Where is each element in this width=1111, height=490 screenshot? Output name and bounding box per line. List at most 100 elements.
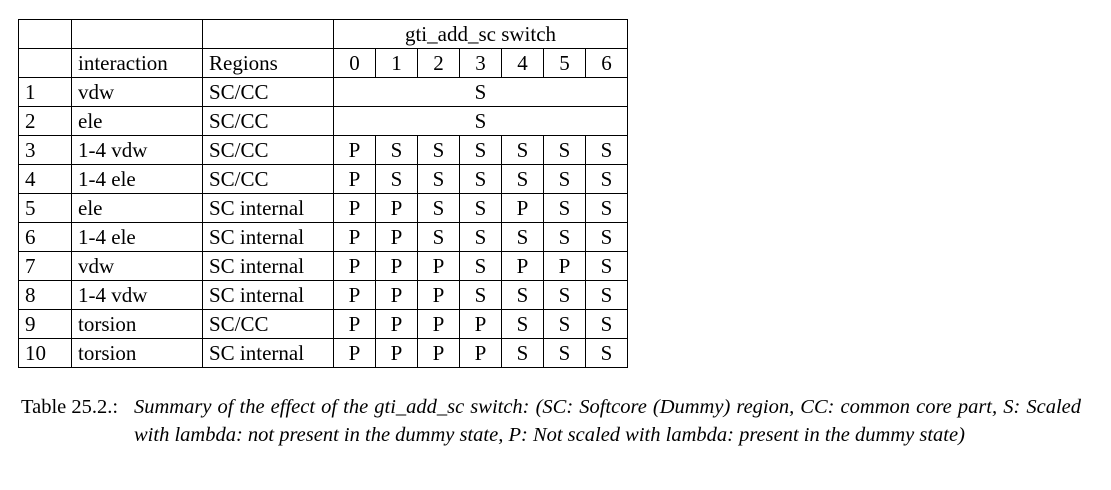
switch-value-header: 0 bbox=[333, 48, 376, 78]
switch-cell: P bbox=[333, 280, 376, 310]
column-header-interaction: interaction bbox=[71, 48, 203, 78]
merged-switch-cell: S bbox=[333, 106, 628, 136]
switch-cell: S bbox=[543, 164, 586, 194]
switch-group-header: gti_add_sc switch bbox=[333, 19, 628, 49]
switch-cell: S bbox=[585, 222, 628, 252]
row-number: 8 bbox=[18, 280, 72, 310]
row-number: 2 bbox=[18, 106, 72, 136]
switch-cell: S bbox=[459, 251, 502, 281]
region-cell: SC internal bbox=[202, 222, 334, 252]
switch-cell: S bbox=[375, 164, 418, 194]
switch-cell: P bbox=[543, 251, 586, 281]
switch-cell: S bbox=[501, 280, 544, 310]
table-caption: Table 25.2.: Summary of the effect of th… bbox=[21, 393, 1081, 449]
switch-cell: S bbox=[585, 338, 628, 368]
switch-cell: S bbox=[585, 280, 628, 310]
switch-cell: S bbox=[459, 164, 502, 194]
switch-cell: S bbox=[501, 309, 544, 339]
switch-cell: S bbox=[501, 222, 544, 252]
header-blank-num-2 bbox=[18, 48, 72, 78]
switch-cell: S bbox=[417, 135, 460, 165]
caption-label: Table 25.2.: bbox=[21, 396, 119, 418]
switch-cell: P bbox=[501, 251, 544, 281]
switch-cell: P bbox=[333, 193, 376, 223]
switch-cell: P bbox=[333, 251, 376, 281]
switch-cell: S bbox=[543, 309, 586, 339]
row-number: 5 bbox=[18, 193, 72, 223]
switch-cell: S bbox=[417, 222, 460, 252]
switch-cell: P bbox=[333, 222, 376, 252]
switch-cell: S bbox=[585, 251, 628, 281]
switch-cell: S bbox=[543, 193, 586, 223]
switch-cell: P bbox=[417, 280, 460, 310]
row-number: 1 bbox=[18, 77, 72, 107]
region-cell: SC/CC bbox=[202, 164, 334, 194]
switch-cell: P bbox=[375, 251, 418, 281]
interaction-cell: ele bbox=[71, 106, 203, 136]
row-number: 3 bbox=[18, 135, 72, 165]
caption-text: Summary of the effect of the gti_add_sc … bbox=[134, 396, 1081, 446]
header-row-1: gti_add_sc switch bbox=[18, 19, 628, 49]
switch-value-header: 5 bbox=[543, 48, 586, 78]
interaction-cell: ele bbox=[71, 193, 203, 223]
switch-cell: P bbox=[417, 338, 460, 368]
switch-cell: S bbox=[585, 193, 628, 223]
switch-cell: P bbox=[459, 338, 502, 368]
interaction-cell: torsion bbox=[71, 338, 203, 368]
interaction-cell: torsion bbox=[71, 309, 203, 339]
switch-cell: S bbox=[417, 193, 460, 223]
switch-value-header: 4 bbox=[501, 48, 544, 78]
column-header-regions: Regions bbox=[202, 48, 334, 78]
switch-cell: S bbox=[459, 135, 502, 165]
switch-cell: P bbox=[375, 280, 418, 310]
switch-cell: S bbox=[543, 280, 586, 310]
switch-cell: S bbox=[585, 164, 628, 194]
switch-cell: S bbox=[585, 135, 628, 165]
switch-cell: P bbox=[375, 222, 418, 252]
switch-cell: S bbox=[585, 309, 628, 339]
switch-cell: S bbox=[543, 222, 586, 252]
switch-value-header: 1 bbox=[375, 48, 418, 78]
switch-value-header: 6 bbox=[585, 48, 628, 78]
switch-cell: S bbox=[543, 338, 586, 368]
region-cell: SC internal bbox=[202, 251, 334, 281]
interaction-cell: vdw bbox=[71, 77, 203, 107]
interaction-cell: vdw bbox=[71, 251, 203, 281]
region-cell: SC/CC bbox=[202, 106, 334, 136]
switch-cell: P bbox=[459, 309, 502, 339]
switch-cell: S bbox=[501, 338, 544, 368]
switch-cell: S bbox=[501, 164, 544, 194]
switch-cell: P bbox=[333, 164, 376, 194]
switch-cell: P bbox=[333, 135, 376, 165]
switch-cell: S bbox=[417, 164, 460, 194]
switch-cell: P bbox=[417, 309, 460, 339]
region-cell: SC/CC bbox=[202, 309, 334, 339]
region-cell: SC internal bbox=[202, 280, 334, 310]
switch-cell: S bbox=[375, 135, 418, 165]
row-number: 4 bbox=[18, 164, 72, 194]
row-number: 10 bbox=[18, 338, 72, 368]
row-number: 6 bbox=[18, 222, 72, 252]
merged-switch-cell: S bbox=[333, 77, 628, 107]
interaction-cell: 1-4 ele bbox=[71, 222, 203, 252]
interaction-cell: 1-4 vdw bbox=[71, 135, 203, 165]
switch-value-header: 2 bbox=[417, 48, 460, 78]
switch-cell: P bbox=[333, 309, 376, 339]
switch-cell: S bbox=[459, 222, 502, 252]
switch-cell: P bbox=[375, 309, 418, 339]
region-cell: SC internal bbox=[202, 338, 334, 368]
switch-cell: S bbox=[459, 193, 502, 223]
switch-cell: P bbox=[333, 338, 376, 368]
header-blank-regions bbox=[202, 19, 334, 49]
